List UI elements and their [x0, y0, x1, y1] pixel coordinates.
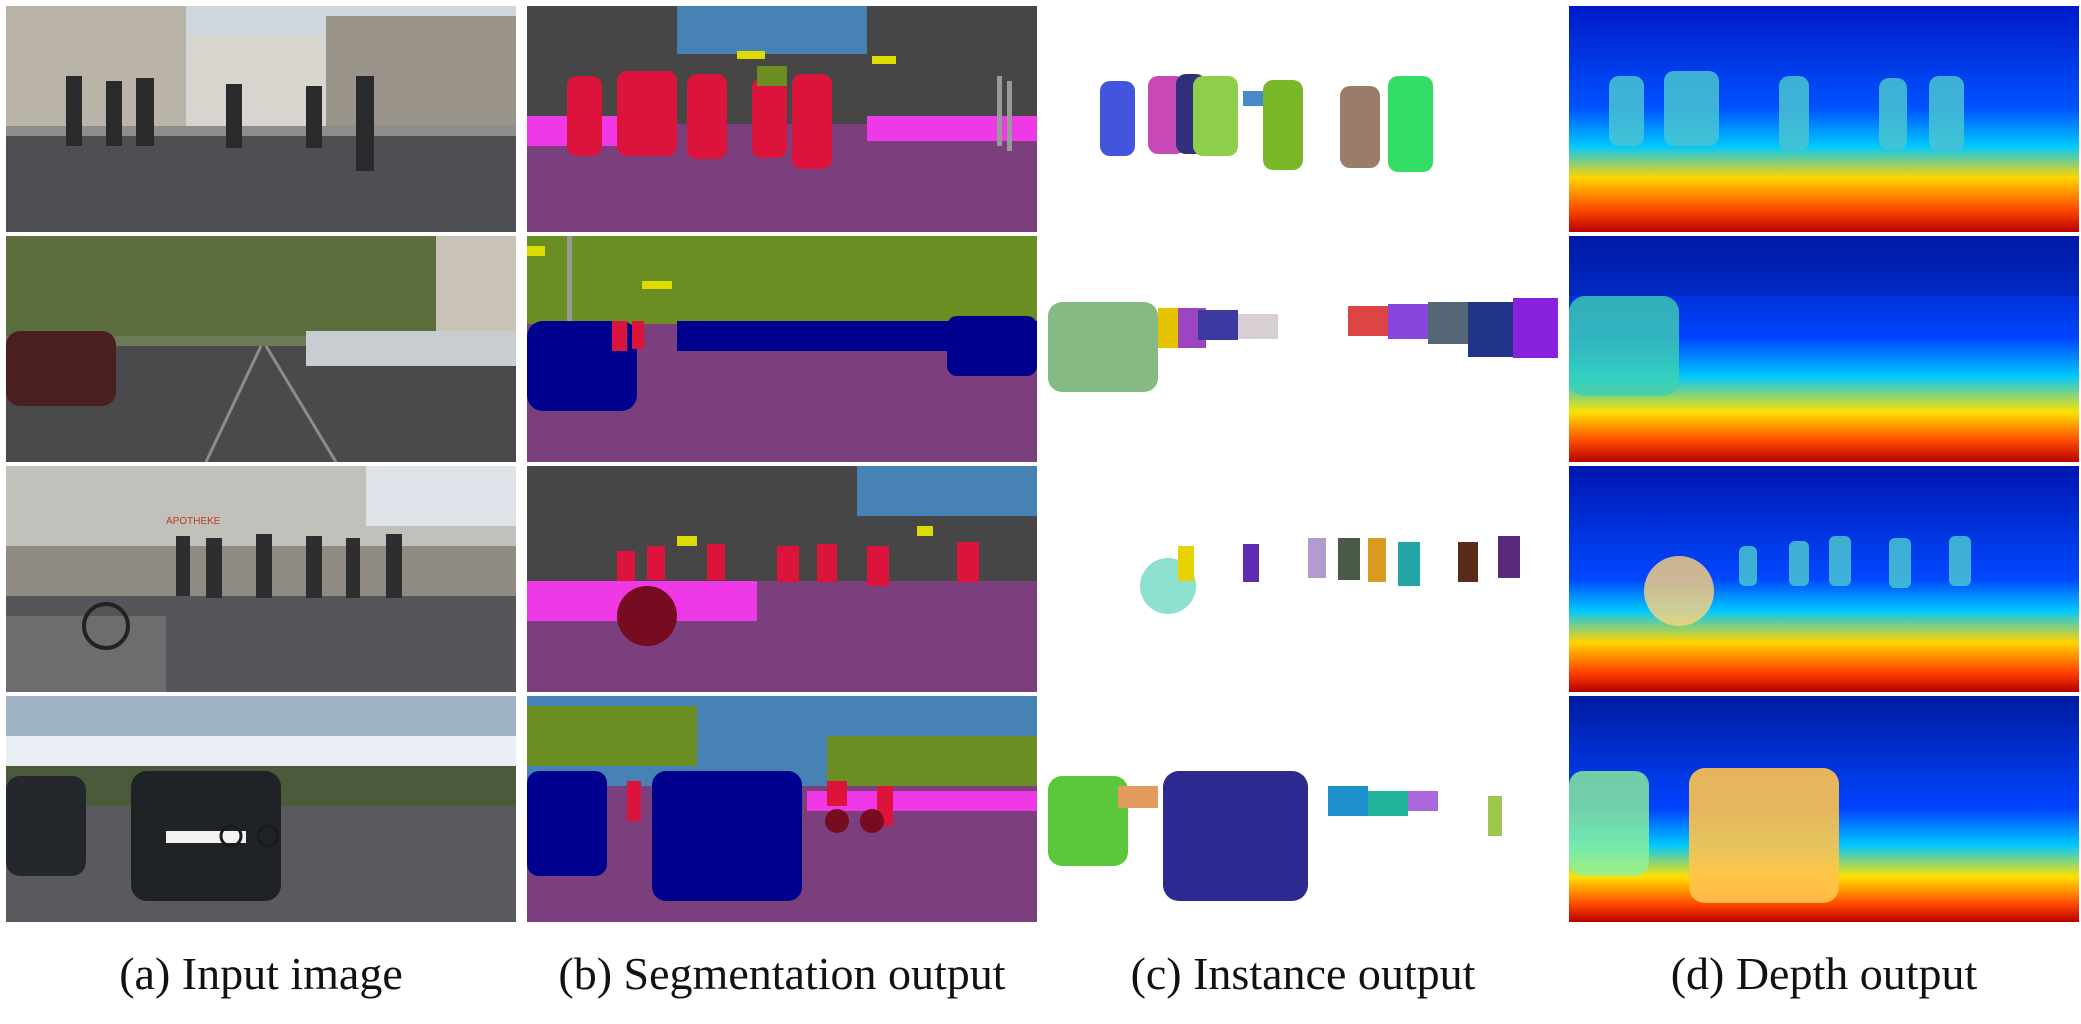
instance-row-3 [1048, 466, 1558, 692]
caption-instance-output: (c) Instance output [1130, 948, 1476, 999]
depth-row-2 [1569, 236, 2079, 462]
input-image-row-1 [6, 6, 516, 232]
input-image-row-4 [6, 696, 516, 922]
segmentation-row-2 [527, 236, 1037, 462]
segmentation-row-3 [527, 466, 1037, 692]
caption-input-image: (a) Input image [119, 948, 403, 999]
depth-row-4 [1569, 696, 2079, 922]
segmentation-row-1 [527, 6, 1037, 232]
depth-row-1 [1569, 6, 2079, 232]
input-image-row-3: APOTHEKE [6, 466, 516, 692]
input-image-row-2 [6, 236, 516, 462]
instance-row-1 [1048, 6, 1558, 232]
segmentation-row-4 [527, 696, 1037, 922]
apotheke-sign-text: APOTHEKE [166, 516, 221, 527]
depth-row-3 [1569, 466, 2079, 692]
caption-segmentation-output: (b) Segmentation output [558, 948, 1006, 999]
instance-row-2 [1048, 236, 1558, 462]
caption-depth-output: (d) Depth output [1670, 948, 1978, 999]
instance-row-4 [1048, 696, 1558, 922]
